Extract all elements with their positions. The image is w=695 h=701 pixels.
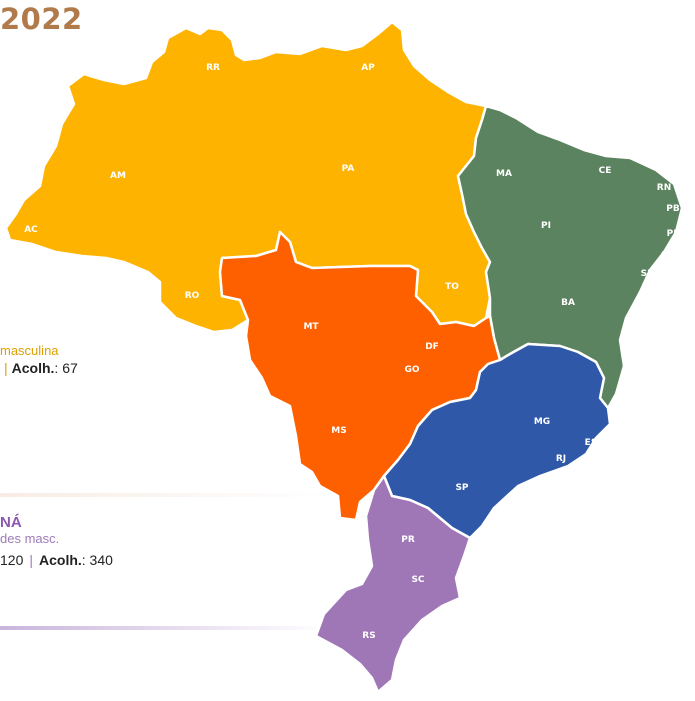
south-value-a: 120: [0, 552, 24, 568]
label-pb: PB: [666, 204, 680, 214]
south-panel-bottom-divider: [0, 626, 330, 630]
label-ms: MS: [331, 426, 346, 436]
south-panel-top-divider: [0, 493, 330, 497]
label-df: DF: [425, 342, 439, 352]
year-title: 2022: [0, 2, 83, 36]
label-es: ES: [585, 438, 598, 448]
label-ro: RO: [185, 291, 200, 301]
south-panel-stats: 120 | Acolh.: 340: [0, 552, 113, 568]
label-ce: CE: [599, 166, 612, 176]
state-labels: RR AP AM PA AC RO TO MA CE RN PB PE AL S…: [24, 63, 680, 641]
south-panel-title: NÁ: [0, 514, 22, 531]
label-sp: SP: [455, 483, 468, 493]
north-acolh-value: : 67: [54, 360, 78, 376]
south-separator: |: [29, 552, 33, 568]
label-am: AM: [110, 171, 126, 181]
label-mt: MT: [303, 322, 319, 332]
south-panel-subtitle: des masc.: [0, 531, 60, 546]
north-panel-stats: |Acolh.: 67: [0, 360, 78, 376]
south-acolh-label: Acolh.: [39, 552, 82, 568]
label-rs: RS: [362, 631, 375, 641]
label-rj: RJ: [556, 454, 566, 464]
label-mg: MG: [534, 417, 550, 427]
label-pa: PA: [342, 164, 355, 174]
label-sc: SC: [411, 575, 424, 585]
label-ap: AP: [361, 63, 375, 73]
label-rr: RR: [206, 63, 220, 73]
north-separator: |: [4, 360, 8, 376]
label-ac: AC: [24, 225, 38, 235]
label-go: GO: [404, 365, 419, 375]
label-ma: MA: [496, 169, 512, 179]
north-panel-subtitle: masculina: [0, 343, 59, 358]
label-to: TO: [445, 282, 459, 292]
region-sudeste[interactable]: [382, 342, 612, 540]
label-se: SE: [641, 269, 654, 279]
region-sul[interactable]: [314, 474, 472, 694]
label-al: AL: [660, 251, 673, 261]
label-pi: PI: [541, 221, 551, 231]
label-pe: PE: [667, 229, 680, 239]
south-acolh-value: : 340: [81, 552, 113, 568]
label-pr: PR: [401, 535, 415, 545]
north-acolh-label: Acolh.: [11, 360, 55, 376]
label-ba: BA: [561, 298, 575, 308]
label-rn: RN: [657, 183, 671, 193]
